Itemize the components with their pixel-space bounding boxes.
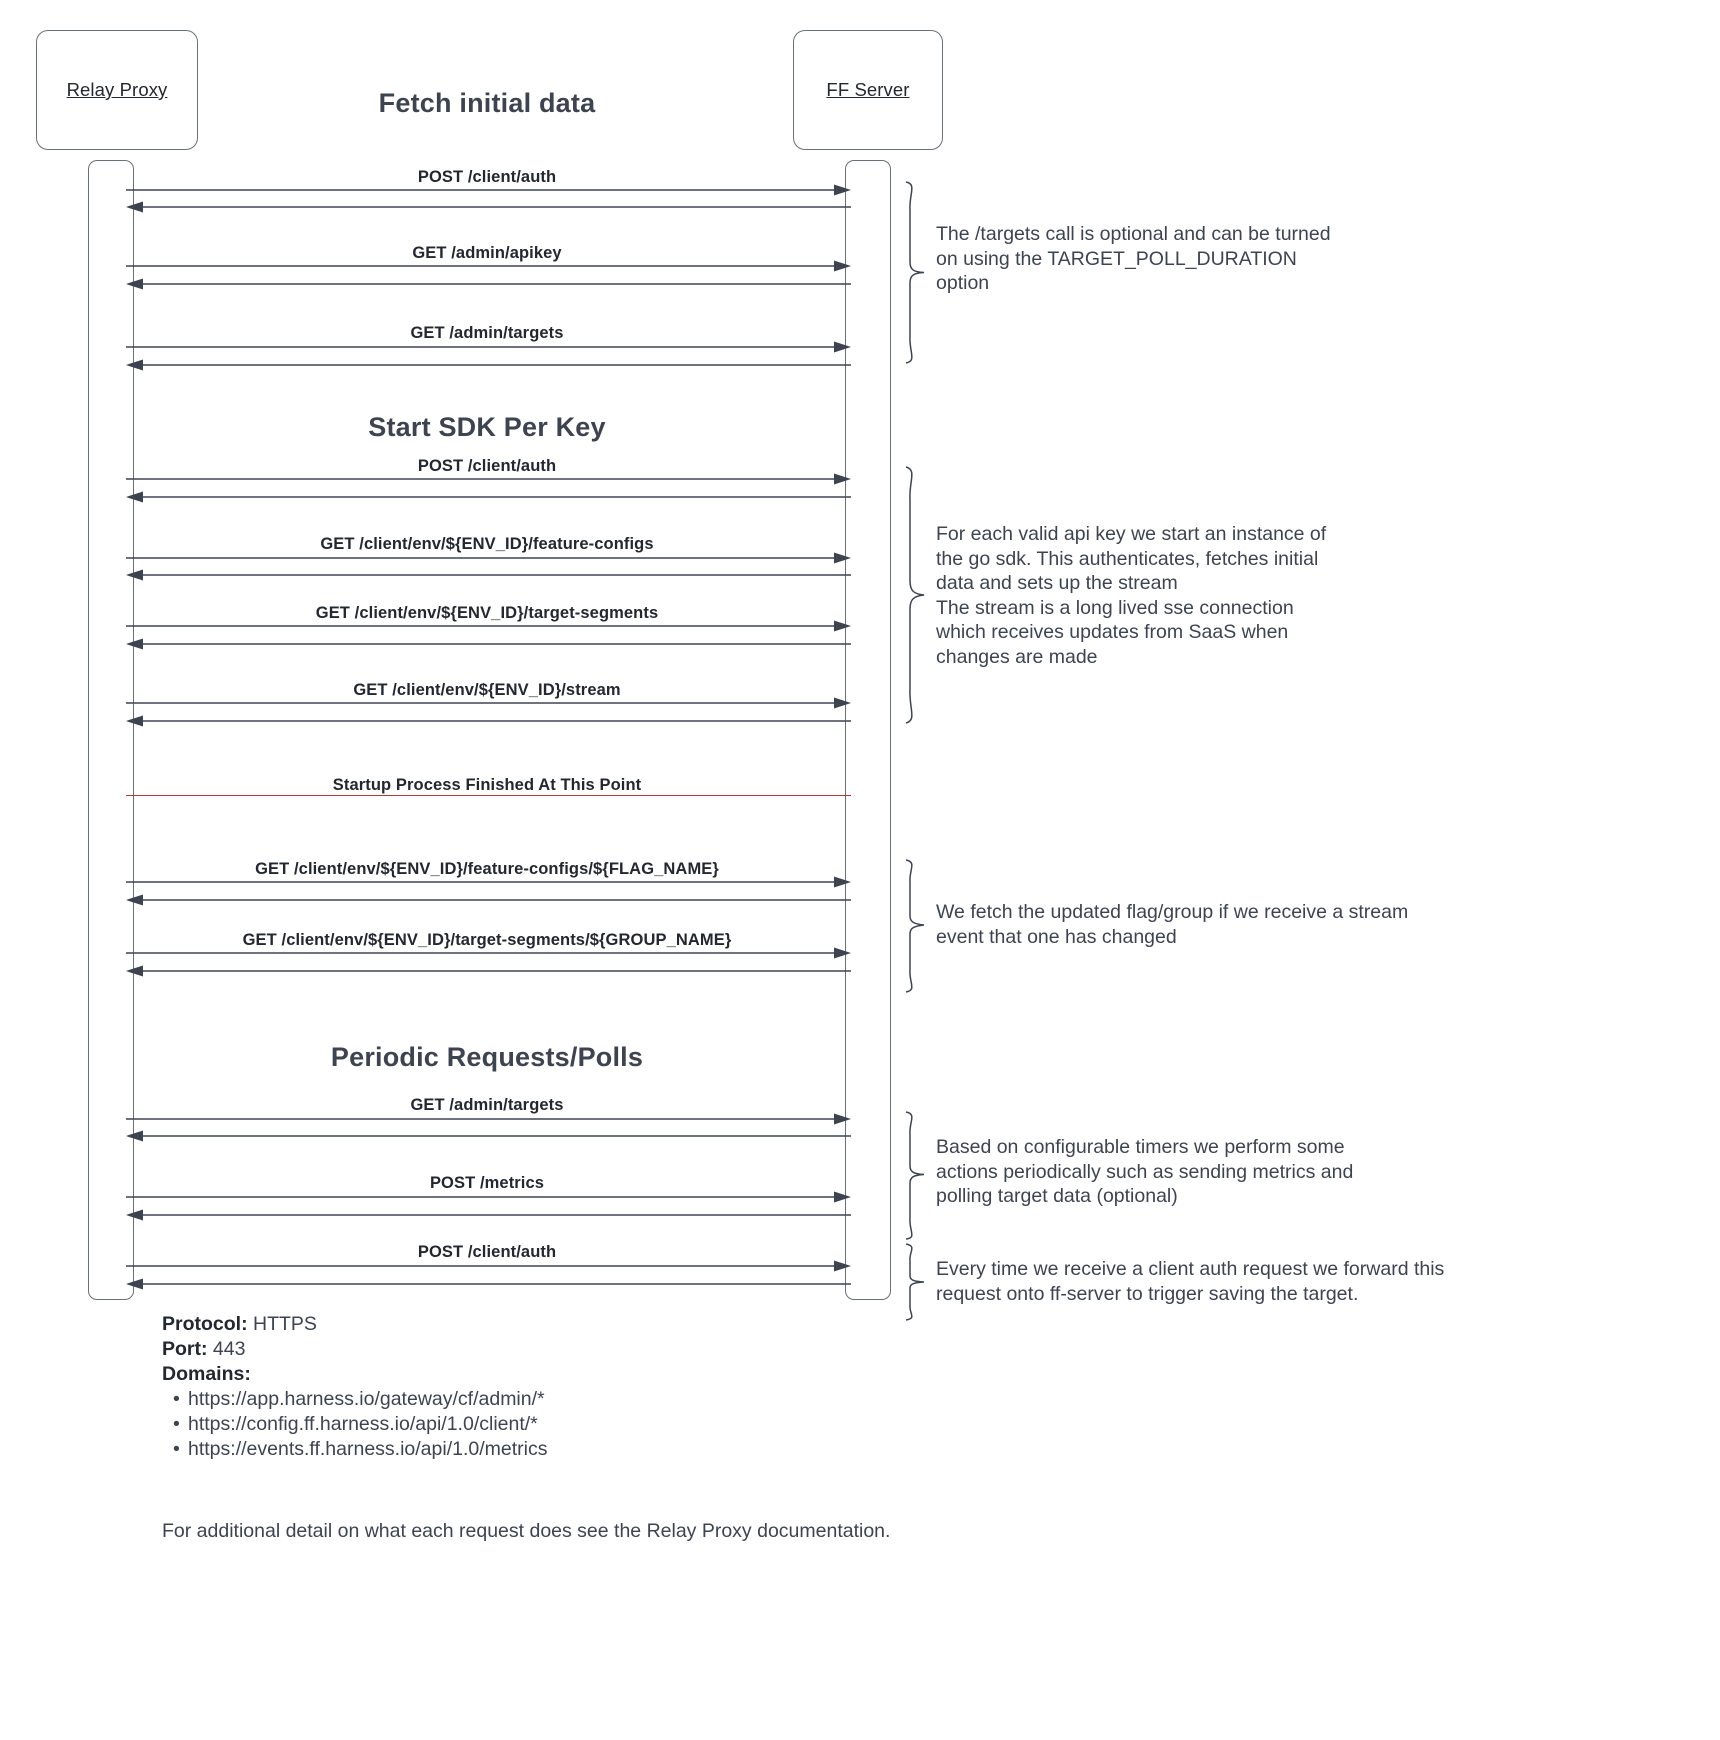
message-label-post-client-auth-3: POST /client/auth [417,1243,557,1261]
message-label-get-feature-config-by-flag: GET /client/env/${ENV_ID}/feature-config… [255,860,719,878]
note-brace-icon-2 [905,466,925,724]
note-text-5: Every time we receive a client auth requ… [936,1258,1445,1305]
note-configurable-timers: Based on configurable timers we perform … [900,1110,1540,1240]
message-arrow-request-11 [126,1191,851,1203]
message-arrow-response-12 [126,1278,851,1290]
note-text-1: The /targets call is optional and can be… [936,223,1331,295]
actor-box-relay-proxy: Relay Proxy [36,30,198,150]
message-arrow-request-12 [126,1260,851,1272]
message-arrow-request-2 [126,260,851,272]
message-arrow-response-3 [126,359,851,371]
note-brace-icon-1 [905,181,925,364]
note-text-2: For each valid api key we start an insta… [936,523,1327,668]
message-arrow-response-1 [126,201,851,213]
actor-label-ff-server: FF Server [826,79,910,100]
message-label-get-target-segments: GET /client/env/${ENV_ID}/target-segment… [315,604,659,622]
message-arrow-response-4 [126,491,851,503]
divider-line-startup-finished [126,795,851,796]
footer-protocol-value: HTTPS [253,1313,317,1335]
message-label-get-admin-apikey: GET /admin/apikey [412,244,562,262]
note-targets-optional: The /targets call is optional and can be… [900,180,1540,365]
message-arrow-response-8 [126,894,851,906]
footer-documentation-note: For additional detail on what each reque… [162,1520,891,1542]
footer-domains-row: Domains: [162,1362,962,1387]
footer-protocol-key: Protocol: [162,1313,248,1335]
message-label-post-metrics: POST /metrics [429,1174,545,1192]
message-arrow-request-1 [126,184,851,196]
note-text-4: Based on configurable timers we perform … [936,1136,1354,1208]
note-brace-icon-5 [905,1243,925,1321]
section-title-periodic-requests: Periodic Requests/Polls [330,1042,644,1072]
message-arrow-request-10 [126,1113,851,1125]
message-label-post-client-auth-1: POST /client/auth [417,168,557,186]
note-text-3: We fetch the updated flag/group if we re… [936,901,1409,948]
message-arrow-request-3 [126,341,851,353]
message-arrow-response-7 [126,715,851,727]
message-arrow-request-8 [126,876,851,888]
footer-domains-key: Domains: [162,1363,251,1385]
footer-port-value: 443 [212,1338,246,1360]
message-arrow-request-6 [126,620,851,632]
message-label-get-admin-targets-1: GET /admin/targets [410,324,564,342]
message-arrow-request-5 [126,552,851,564]
divider-label-startup-finished: Startup Process Finished At This Point [332,776,642,794]
message-arrow-request-7 [126,697,851,709]
message-label-get-stream: GET /client/env/${ENV_ID}/stream [353,681,621,699]
actor-label-relay-proxy: Relay Proxy [66,79,168,100]
message-arrow-response-6 [126,638,851,650]
message-arrow-request-9 [126,947,851,959]
footer-port-key: Port: [162,1338,208,1360]
lifeline-ff-server [845,160,891,1300]
message-arrow-response-5 [126,569,851,581]
note-brace-icon-4 [905,1111,925,1240]
message-label-get-admin-targets-2: GET /admin/targets [410,1096,564,1114]
section-title-fetch-initial-data: Fetch initial data [378,88,596,118]
section-title-start-sdk-per-key: Start SDK Per Key [368,412,606,442]
message-arrow-response-2 [126,278,851,290]
list-item: https://config.ff.harness.io/api/1.0/cli… [173,1412,962,1437]
note-client-auth-forward: Every time we receive a client auth requ… [900,1243,1600,1321]
actor-box-ff-server: FF Server [793,30,943,150]
message-label-post-client-auth-2: POST /client/auth [417,457,557,475]
message-arrow-request-4 [126,473,851,485]
message-arrow-response-10 [126,1130,851,1142]
footer-connection-details: Protocol: HTTPS Port: 443 Domains: https… [162,1312,962,1462]
footer-port-row: Port: 443 [162,1337,962,1362]
note-start-sdk: For each valid api key we start an insta… [900,465,1540,725]
message-arrow-response-11 [126,1209,851,1221]
note-brace-icon-3 [905,859,925,993]
list-item: https://app.harness.io/gateway/cf/admin/… [173,1387,962,1412]
note-fetch-updated-flag: We fetch the updated flag/group if we re… [900,858,1580,993]
lifeline-relay-proxy [88,160,134,1300]
message-arrow-response-9 [126,965,851,977]
list-item: https://events.ff.harness.io/api/1.0/met… [173,1437,962,1462]
footer-domain-list: https://app.harness.io/gateway/cf/admin/… [162,1387,962,1462]
footer-protocol-row: Protocol: HTTPS [162,1312,962,1337]
message-label-get-feature-configs: GET /client/env/${ENV_ID}/feature-config… [320,535,654,553]
message-label-get-target-segment-by-group: GET /client/env/${ENV_ID}/target-segment… [242,931,732,949]
